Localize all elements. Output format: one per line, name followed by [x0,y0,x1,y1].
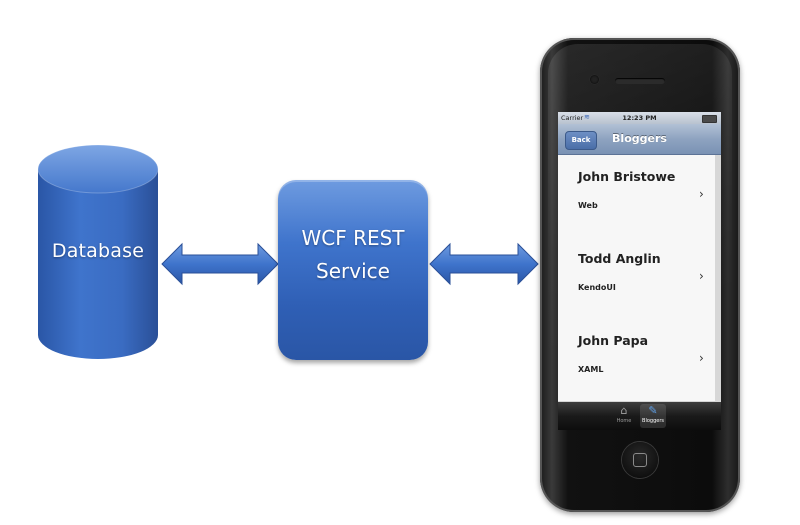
database-label: Database [51,240,145,262]
tab-bloggers[interactable]: ✎ Bloggers [640,404,666,428]
earpiece-speaker [615,78,665,84]
carrier-label: Carrier [561,114,584,122]
blogger-name: John Papa [578,333,649,348]
tab-bar: ⌂ Home ✎ Bloggers [558,402,721,430]
home-button-square-icon [633,453,647,467]
tab-home-label: Home [616,418,632,424]
list-item[interactable]: Todd Anglin KendoUI › [558,237,715,320]
home-icon: ⌂ [620,404,628,417]
service-label-line1: WCF REST [301,226,405,250]
bloggers-list: John Bristowe Web › Todd Anglin KendoUI … [558,155,715,402]
chevron-right-icon: › [699,351,704,365]
blogger-name: Todd Anglin [578,251,661,266]
nav-bar: Back Bloggers [558,124,721,155]
wcf-rest-service-box [278,180,428,360]
scrollbar[interactable] [715,155,721,402]
status-bar: Carrier ≋ 12:23 PM [558,112,721,124]
blogger-topic: KendoUI [578,283,616,292]
status-time: 12:23 PM [622,114,657,122]
tab-bloggers-label: Bloggers [642,418,664,424]
bidirectional-arrow-db-service [161,242,279,286]
bloggers-icon: ✎ [648,404,658,417]
chevron-right-icon: › [699,187,704,201]
tab-home[interactable]: ⌂ Home [611,404,637,428]
phone-screen: Carrier ≋ 12:23 PM Back Bloggers John Br… [558,112,721,430]
list-item[interactable]: John Bristowe Web › [558,155,715,238]
service-label-line2: Service [316,259,390,283]
blogger-topic: XAML [578,365,604,374]
front-camera [590,75,599,84]
chevron-right-icon: › [699,269,704,283]
wifi-icon: ≋ [584,113,590,121]
blogger-name: John Bristowe [578,169,676,184]
blogger-topic: Web [578,201,598,210]
home-button[interactable] [622,442,658,478]
list-item[interactable]: John Papa XAML › [558,319,715,402]
nav-title: Bloggers [612,132,667,145]
bidirectional-arrow-service-phone [429,242,539,286]
battery-icon [702,115,717,123]
back-button[interactable]: Back [565,131,597,150]
database-cylinder [37,144,159,359]
wcf-rest-service-label: WCF REST Service [278,222,428,288]
